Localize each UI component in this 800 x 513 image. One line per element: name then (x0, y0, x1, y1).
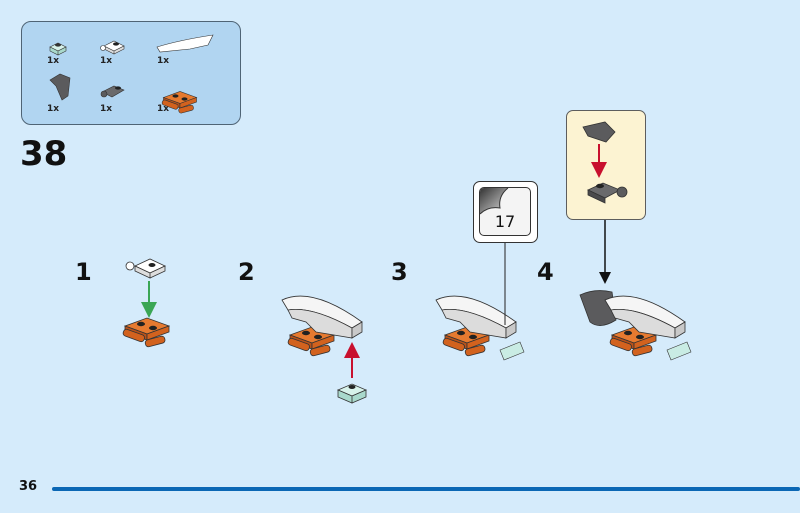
part-aqua-plate (49, 42, 67, 56)
part-qty: 1x (157, 56, 170, 66)
step4-illustration (579, 121, 692, 361)
substep-number: 4 (537, 258, 554, 286)
sticker-callout: 17 (473, 181, 538, 243)
substep-number: 1 (75, 258, 92, 286)
part-dark-gray-wedge (49, 73, 71, 101)
part-qty: 1x (157, 104, 170, 114)
substep-number: 2 (238, 258, 255, 286)
part-white-curved-slope (156, 34, 214, 53)
sticker-icon (480, 188, 509, 215)
part-qty: 1x (47, 104, 60, 114)
part-qty: 1x (100, 56, 113, 66)
part-orange-plate (161, 91, 197, 114)
page-bar (52, 487, 800, 491)
step3-illustration (435, 243, 525, 361)
substep-number: 3 (391, 258, 408, 286)
page-number: 36 (19, 479, 38, 494)
step1-illustration (121, 258, 170, 348)
part-white-clip (100, 40, 125, 55)
part-dark-gray-plate-ball (100, 85, 125, 98)
part-qty: 1x (100, 104, 113, 114)
part-qty: 1x (47, 56, 60, 66)
step2-illustration (281, 295, 368, 404)
sticker-number: 17 (494, 212, 516, 231)
step-number: 38 (20, 134, 68, 174)
